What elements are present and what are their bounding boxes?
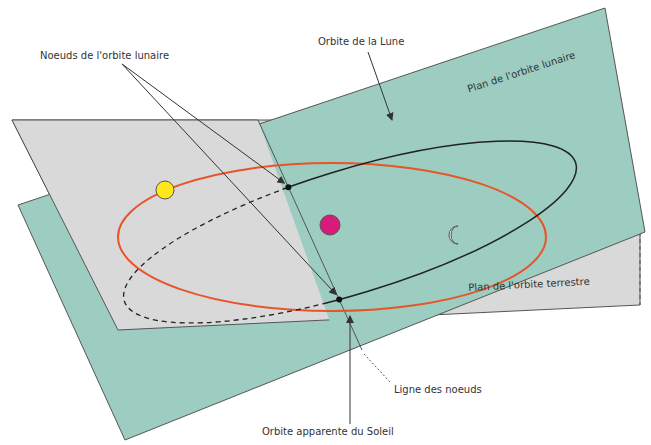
earth-orbit-plane-front (12, 120, 640, 330)
leader-arrow (122, 64, 336, 295)
leader-arrow (368, 52, 392, 120)
earth-symbol (320, 215, 340, 235)
orbit-node-dot (285, 184, 291, 190)
leader-line (364, 354, 390, 382)
annotation-label: Orbite apparente du Soleil (262, 426, 394, 438)
moon-crescent (449, 226, 458, 244)
sun-symbol (156, 181, 174, 199)
plane-hidden-edge (640, 225, 641, 305)
annotation-label: Ligne des noeuds (394, 384, 482, 396)
line-of-nodes (258, 120, 362, 350)
leader-arrow (122, 64, 284, 183)
annotation-label: Noeuds de l'orbite lunaire (40, 50, 169, 62)
leader-arrow (350, 316, 351, 424)
orbit-node-dot (336, 297, 342, 303)
annotation-label: Orbite de la Lune (318, 36, 404, 48)
